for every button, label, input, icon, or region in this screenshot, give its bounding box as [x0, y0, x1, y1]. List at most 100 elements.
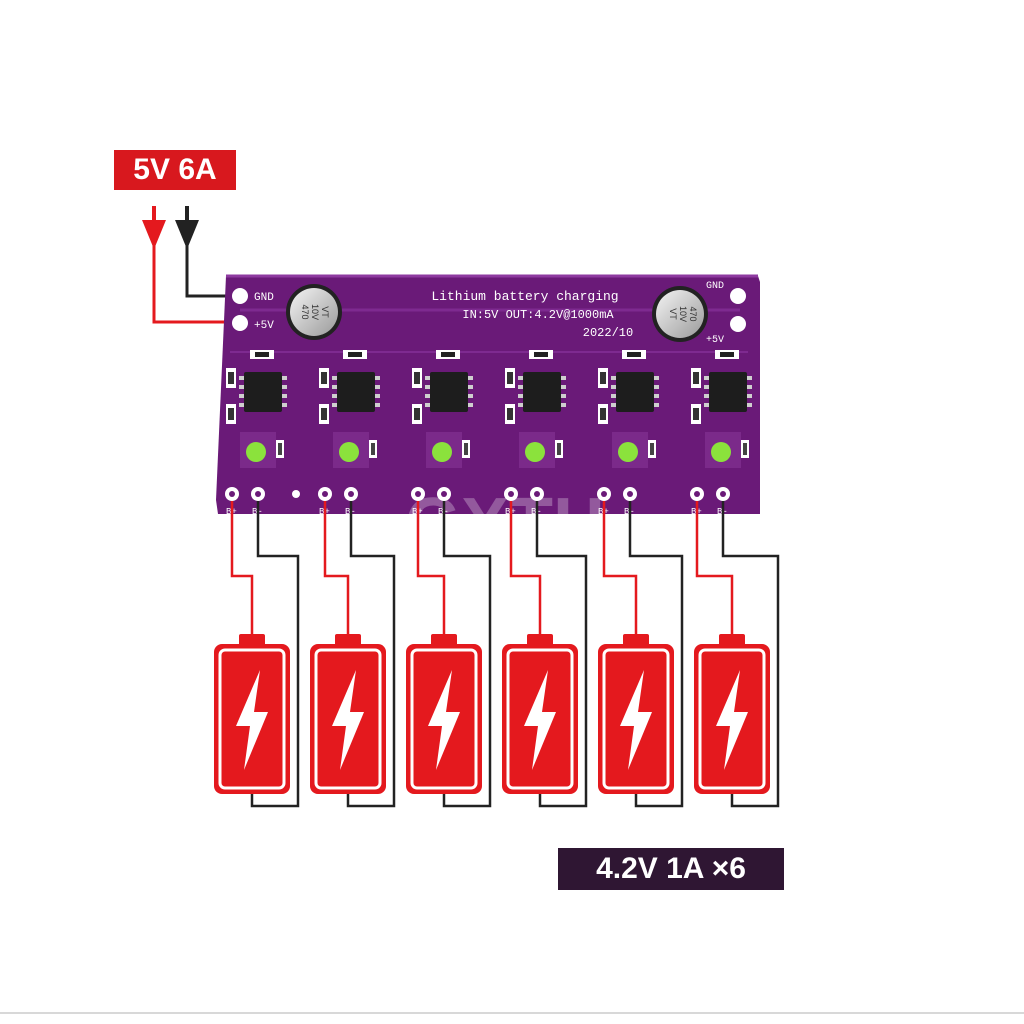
- lightning-bolt-icon: [236, 670, 268, 770]
- chip-pin: [654, 403, 659, 407]
- chip-pin: [747, 403, 752, 407]
- pad-hole: [694, 491, 700, 497]
- battery-minus-wire: [721, 501, 780, 808]
- input-black-wire: [185, 240, 236, 298]
- resistor-body: [600, 408, 606, 420]
- battery-row: [214, 634, 770, 794]
- mount-hole: [292, 490, 300, 498]
- chip-pin: [425, 394, 430, 398]
- led-icon: [432, 442, 452, 462]
- resistor-body: [255, 352, 269, 357]
- cap-value: 470: [688, 306, 698, 321]
- battery-inner-outline: [698, 648, 766, 790]
- arrow-down-icon: [142, 206, 166, 250]
- cap-code: VT: [668, 308, 678, 320]
- led-icon: [525, 442, 545, 462]
- pad-hole: [601, 491, 607, 497]
- cap-value: 470: [300, 304, 310, 319]
- cap-code: VT: [320, 306, 330, 318]
- resistor-body: [600, 372, 606, 384]
- battery-minus-wire: [535, 501, 588, 808]
- pcb-spec: IN:5V OUT:4.2V@1000mA: [462, 308, 614, 322]
- lightning-bolt-icon: [524, 670, 556, 770]
- battery-charging-icon: [598, 634, 674, 794]
- arrow-down-icon: [175, 206, 199, 250]
- chip-pin: [239, 403, 244, 407]
- chip-pin: [332, 403, 337, 407]
- chip-pin: [239, 385, 244, 389]
- capacitor-icon: 470 10V VT: [286, 284, 342, 340]
- resistor-body: [348, 352, 362, 357]
- battery-plus-wire: [416, 501, 446, 638]
- chip-pin: [375, 385, 380, 389]
- cap-voltage: 10V: [678, 306, 688, 322]
- resistor-body: [228, 408, 234, 420]
- pcb-board: GND +5V GND +5V Lithium battery charging…: [216, 274, 760, 564]
- chip-pin: [654, 394, 659, 398]
- resistor-body: [414, 408, 420, 420]
- chip-icon: [430, 372, 468, 412]
- lightning-bolt-icon: [620, 670, 652, 770]
- chip-icon: [523, 372, 561, 412]
- resistor-body: [321, 372, 327, 384]
- cap-voltage: 10V: [310, 304, 320, 320]
- chip-pin: [375, 394, 380, 398]
- pad-hole: [255, 491, 261, 497]
- chip-pin: [518, 403, 523, 407]
- resistor-body: [278, 443, 282, 455]
- pad-hole: [322, 491, 328, 497]
- lightning-bolt-icon: [332, 670, 364, 770]
- battery-charging-icon: [694, 634, 770, 794]
- chip-pin: [468, 376, 473, 380]
- pad-hole: [229, 491, 235, 497]
- chip-pin: [747, 385, 752, 389]
- chip-pin: [282, 394, 287, 398]
- capacitor-icon: 470 10V VT: [652, 286, 708, 342]
- pad-hole: [348, 491, 354, 497]
- chip-icon: [709, 372, 747, 412]
- chip-pin: [375, 376, 380, 380]
- pad-hole: [415, 491, 421, 497]
- battery-charging-icon: [310, 634, 386, 794]
- battery-terminal: [719, 634, 745, 646]
- resistor-body: [693, 372, 699, 384]
- resistor-body: [720, 352, 734, 357]
- resistor-body: [371, 443, 375, 455]
- battery-terminal: [239, 634, 265, 646]
- pcb-date: 2022/10: [583, 326, 633, 340]
- pad-hole: [508, 491, 514, 497]
- chip-pin: [704, 385, 709, 389]
- chip-pin: [704, 394, 709, 398]
- resistor-body: [441, 352, 455, 357]
- chip-pin: [468, 385, 473, 389]
- battery-minus-wire: [628, 501, 684, 808]
- battery-terminal: [335, 634, 361, 646]
- resistor-body: [507, 408, 513, 420]
- battery-terminal: [431, 634, 457, 646]
- plus5v-pad-left: [232, 315, 248, 331]
- resistor-body: [650, 443, 654, 455]
- battery-plus-wire: [602, 501, 638, 638]
- chip-pin: [239, 376, 244, 380]
- input-red-wire: [152, 240, 236, 324]
- chip-pin: [611, 403, 616, 407]
- watermark: GXTH: [405, 484, 605, 564]
- chip-pin: [611, 385, 616, 389]
- battery-inner-outline: [410, 648, 478, 790]
- charger-channel: B+B-: [318, 350, 380, 517]
- resistor-body: [627, 352, 641, 357]
- chip-pin: [654, 376, 659, 380]
- led-icon: [246, 442, 266, 462]
- chip-pin: [332, 385, 337, 389]
- charger-channel: B+B-: [411, 350, 473, 517]
- chip-pin: [468, 394, 473, 398]
- chip-pin: [332, 376, 337, 380]
- chip-pin: [747, 376, 752, 380]
- resistor-body: [507, 372, 513, 384]
- battery-inner-outline: [218, 648, 286, 790]
- led-icon: [711, 442, 731, 462]
- chip-pin: [561, 385, 566, 389]
- battery-terminal: [623, 634, 649, 646]
- lightning-bolt-icon: [716, 670, 748, 770]
